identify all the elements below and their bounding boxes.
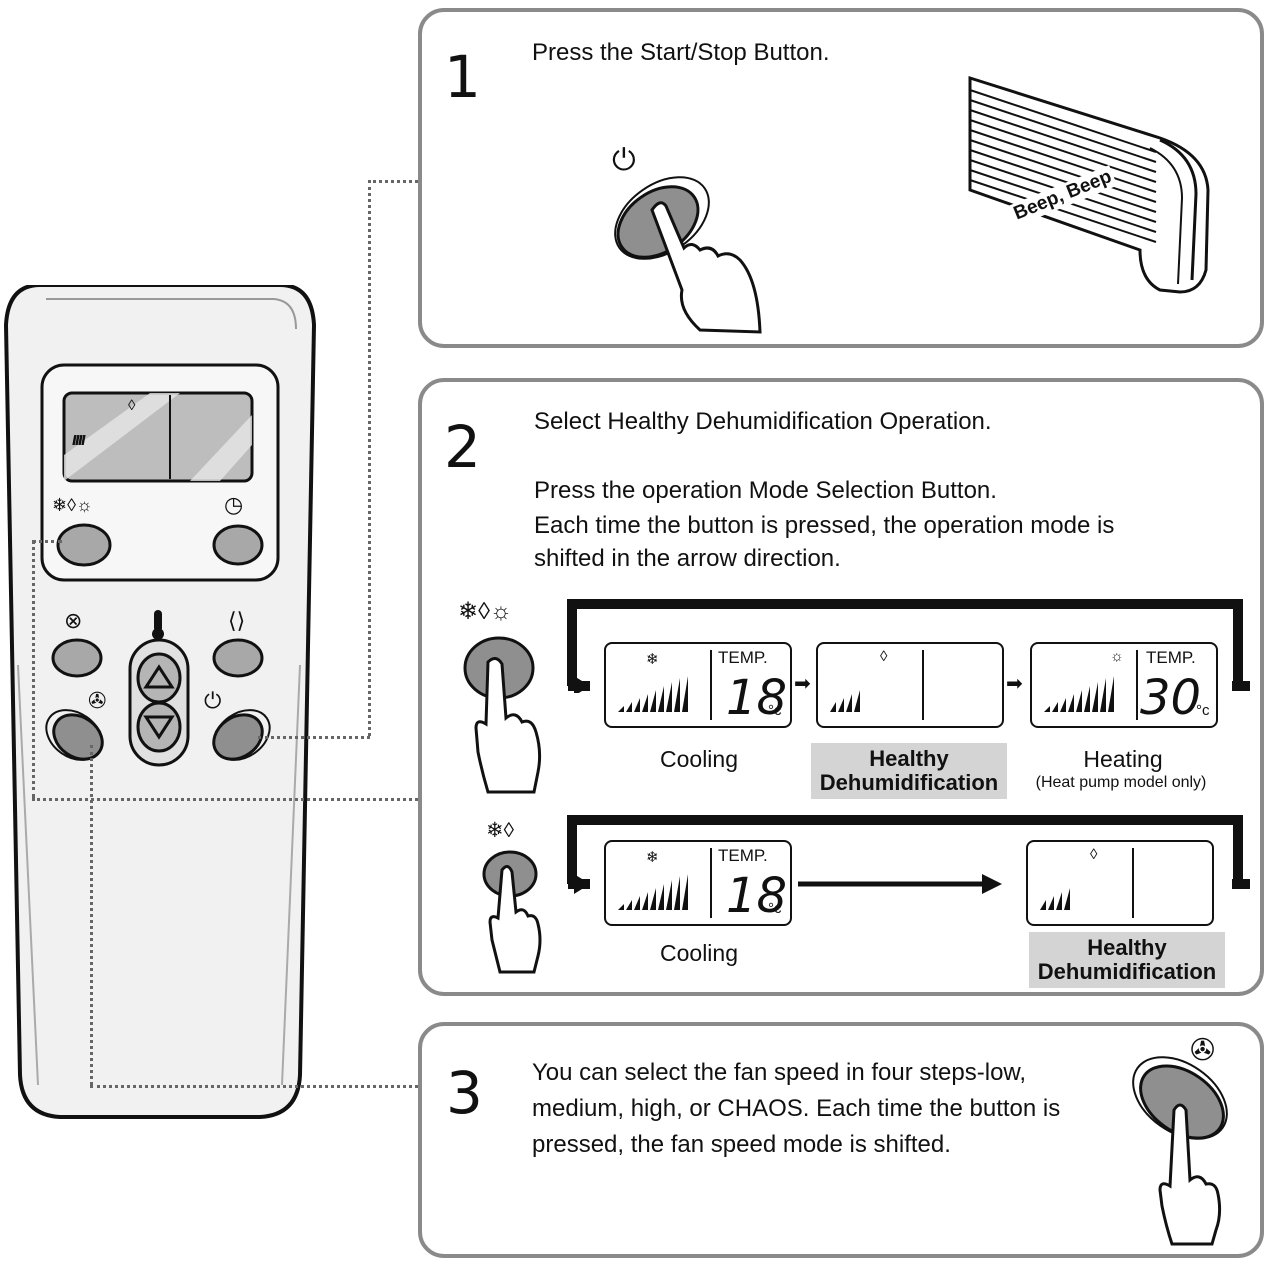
temp-value: 30 (1140, 670, 1202, 726)
heating-label: Heating (1083, 746, 1163, 772)
remote-fan-icon: ✇ (88, 688, 107, 713)
temp-label: TEMP. (718, 846, 768, 865)
step-3-number: 3 (446, 1059, 483, 1127)
mode-button-hand-row1 (463, 636, 542, 794)
remote-clock-icon: ◷ (224, 492, 244, 517)
step-1-power-icon: ⏻ (612, 144, 636, 177)
fan-speed-bars-icon (1044, 676, 1114, 712)
dehum-label-line2: Dehumidification (1037, 959, 1217, 984)
step-2-number: 2 (444, 413, 481, 481)
sun-icon: ☼ (1110, 648, 1124, 665)
step-2-title: Select Healthy Dehumidification Operatio… (534, 408, 992, 435)
dehum-label-line1: Healthy (1087, 935, 1167, 960)
dehum-label-row2: Healthy Dehumidification (1029, 932, 1225, 988)
mode-icons-row1: ❄◊☼ (458, 598, 512, 625)
lcd-heating-row1: ☼ TEMP. 30 °c (1030, 642, 1218, 728)
connector-dots (368, 180, 418, 183)
connector-dots (90, 745, 93, 1085)
temp-value: 18 (726, 868, 788, 924)
step-2-line-2: Each time the button is pressed, the ope… (534, 512, 1115, 539)
cooling-label-row2: Cooling (660, 940, 738, 966)
step-1-text: Press the Start/Stop Button. (532, 39, 830, 66)
fan-speed-bars-icon (1040, 888, 1070, 910)
lcd-dehum-row1: ◊ (816, 642, 1004, 728)
mode-cycle-arrow-row2 (567, 815, 1250, 894)
start-stop-button-illustration (614, 176, 762, 334)
step-3-line-3: pressed, the fan speed mode is shifted. (532, 1131, 951, 1158)
remote-signal-bars-icon: ıııı (72, 429, 86, 449)
connector-dots (368, 180, 371, 736)
remote-control (3, 285, 317, 1119)
step-3-panel (418, 1022, 1264, 1258)
heating-note: (Heat pump model only) (1035, 774, 1207, 791)
step-2-line-3: shifted in the arrow direction. (534, 545, 841, 572)
lcd-dehum-row2: ◊ (1026, 840, 1214, 926)
connector-dots (32, 540, 35, 798)
dehum-label-line2: Dehumidification (819, 770, 999, 795)
drop-icon: ◊ (880, 648, 888, 665)
arrow-right-icon: ➡ (1006, 673, 1023, 695)
fan-speed-bars-icon (618, 676, 688, 712)
step-1-number: 1 (444, 43, 481, 111)
remote-drop-icon: ◊ (128, 397, 136, 414)
temp-label: TEMP. (718, 648, 768, 667)
connector-dots (32, 798, 418, 801)
remote-swing-icon: ⊗ (64, 608, 83, 633)
step-3-line-1: You can select the fan speed in four ste… (532, 1059, 1027, 1086)
remote-louver-icon: ⟨⟩ (228, 608, 246, 633)
long-arrow-right (798, 874, 1002, 894)
temp-unit: °c (1196, 702, 1210, 719)
fan-speed-bars-icon (618, 874, 688, 910)
temp-unit: °c (768, 900, 782, 917)
fan-speed-button-illustration (1132, 1056, 1228, 1246)
step-3-line-2: medium, high, or CHAOS. Each time the bu… (532, 1095, 1061, 1122)
snow-icon: ❄ (646, 651, 659, 668)
lcd-cooling-row2: ❄ TEMP. 18 °c (604, 840, 792, 926)
connector-dots (32, 540, 62, 543)
arrow-right-icon: ➡ (794, 673, 811, 695)
remote-power-icon: ⏻ (204, 688, 222, 713)
snow-icon: ❄ (646, 849, 659, 866)
mode-cycle-arrow-row1 (567, 599, 1250, 693)
fan-icon: ✇ (1190, 1034, 1216, 1067)
connector-dots (258, 736, 370, 739)
lcd-cooling-row1: ❄ TEMP. 18 °c (604, 642, 792, 728)
dehum-label-line1: Healthy (869, 746, 949, 771)
cooling-label-row1: Cooling (660, 746, 738, 772)
fan-speed-bars-icon (830, 690, 860, 712)
mode-icons-row2: ❄◊ (486, 819, 514, 842)
connector-dots (90, 1085, 418, 1088)
temp-unit: °c (768, 702, 782, 719)
temp-label: TEMP. (1146, 648, 1196, 667)
dehum-label-row1: Healthy Dehumidification (811, 743, 1007, 799)
mode-button-hand-row2 (482, 850, 542, 974)
remote-mode-icons: ❄◊☼ (52, 495, 93, 515)
drop-icon: ◊ (1090, 846, 1098, 863)
temp-value: 18 (726, 670, 788, 726)
step-2-line-1: Press the operation Mode Selection Butto… (534, 477, 997, 504)
